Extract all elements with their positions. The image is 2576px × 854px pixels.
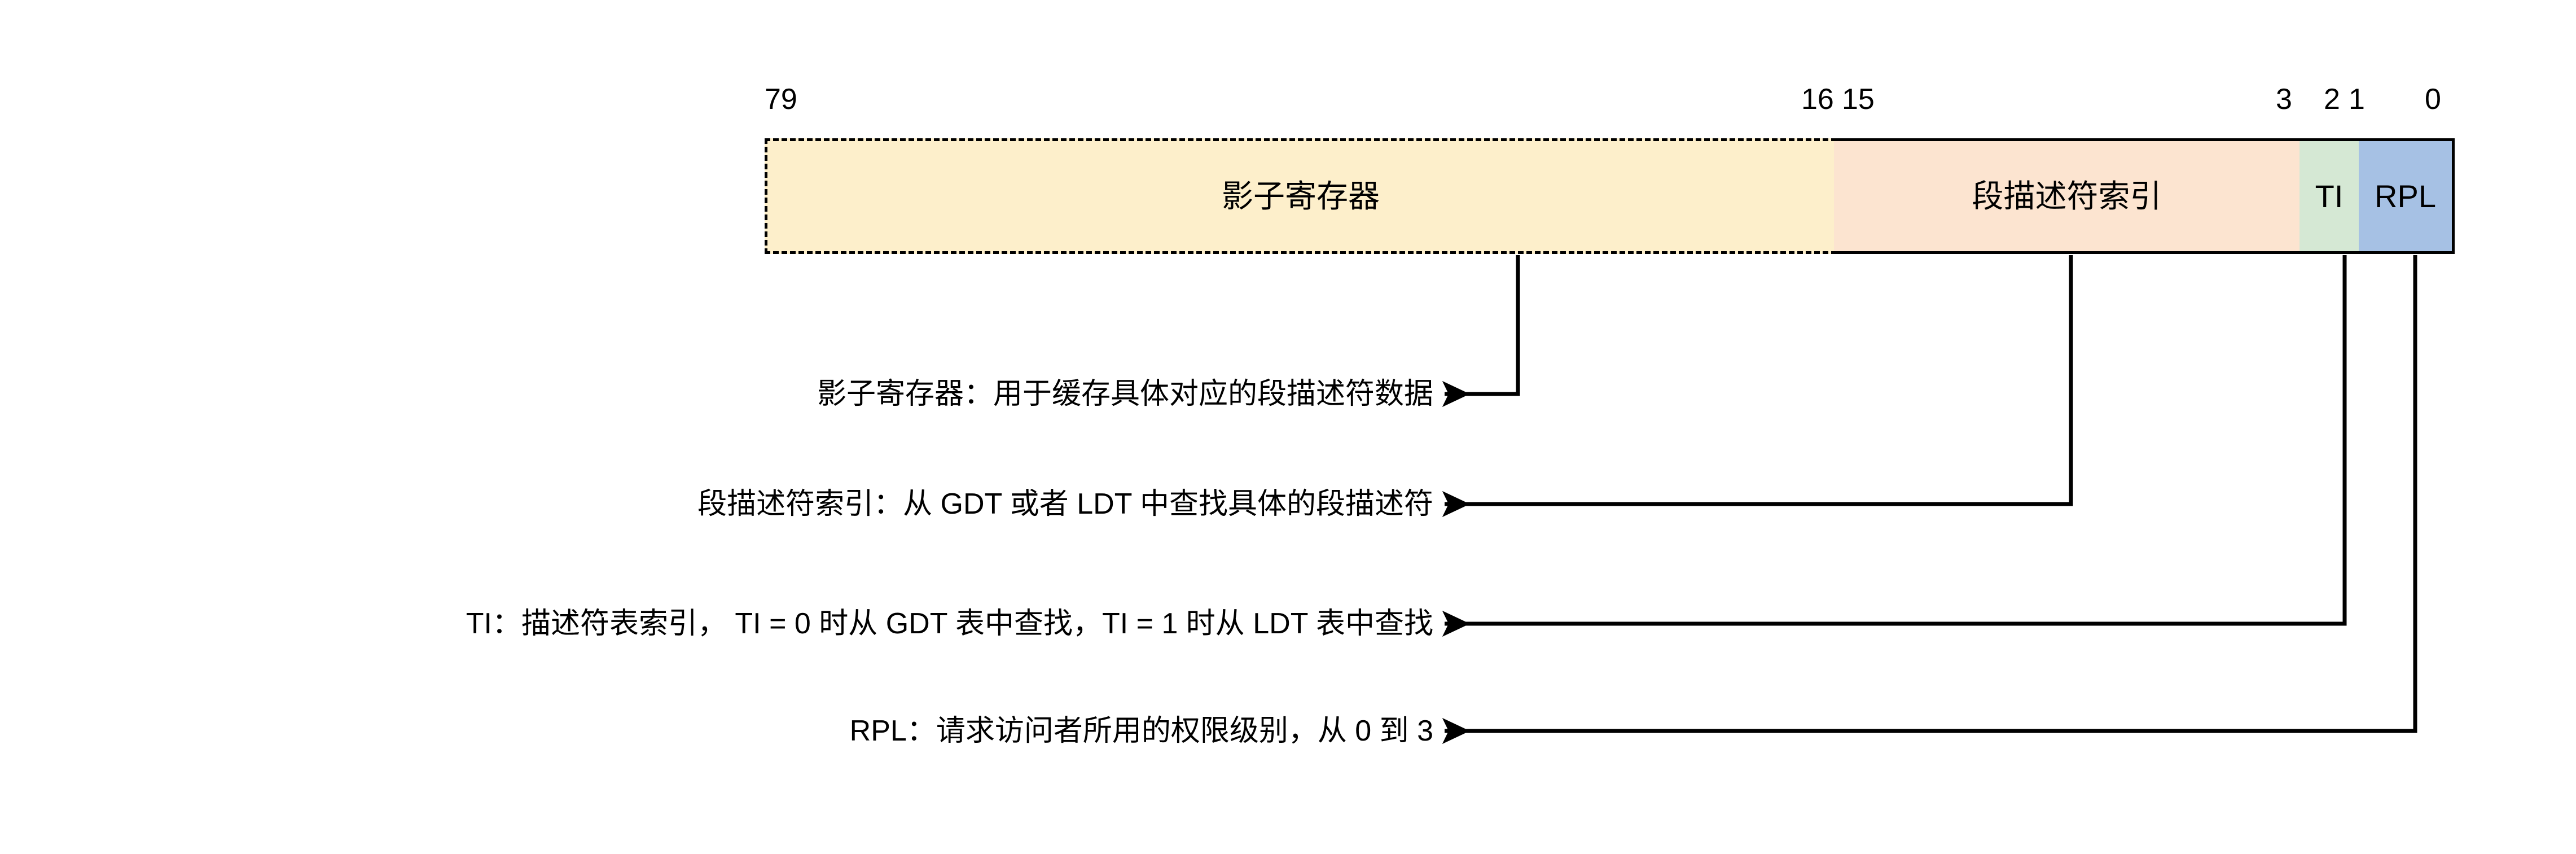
bit-label-16: 16 — [1801, 83, 1834, 116]
leader-line-rpl — [1442, 255, 2417, 744]
field-segment-descriptor-index-label: 段描述符索引 — [1972, 178, 2162, 214]
annotation-segment-descriptor-index: 段描述符索引：从 GDT 或者 LDT 中查找具体的段描述符 — [697, 488, 1433, 520]
leader-line-shadow — [1442, 255, 1520, 408]
bit-label-79: 79 — [765, 83, 797, 116]
bit-label-3: 3 — [2276, 83, 2292, 116]
annotation-ti: TI：描述符表索引， TI = 0 时从 GDT 表中查找，TI = 1 时从 … — [466, 607, 1433, 640]
annotation-rpl: RPL：请求访问者所用的权限级别，从 0 到 3 — [849, 715, 1433, 747]
field-shadow-register-label: 影子寄存器 — [1222, 178, 1380, 214]
field-rpl-label: RPL — [2375, 178, 2436, 214]
field-shadow-register[interactable]: 影子寄存器 — [765, 138, 1837, 254]
leader-line-ti — [1442, 255, 2347, 637]
field-ti-label: TI — [2315, 178, 2344, 214]
field-ti[interactable]: TI — [2299, 138, 2362, 254]
bit-label-15: 15 — [1842, 83, 1875, 116]
bit-label-0: 0 — [2425, 83, 2441, 116]
field-rpl[interactable]: RPL — [2359, 138, 2455, 254]
bit-label-2: 2 — [2324, 83, 2340, 116]
leader-line-index — [1442, 255, 2073, 518]
field-segment-descriptor-index[interactable]: 段描述符索引 — [1834, 138, 2302, 254]
annotation-shadow-register: 影子寄存器：用于缓存具体对应的段描述符数据 — [817, 378, 1433, 410]
bit-label-1: 1 — [2349, 83, 2365, 116]
